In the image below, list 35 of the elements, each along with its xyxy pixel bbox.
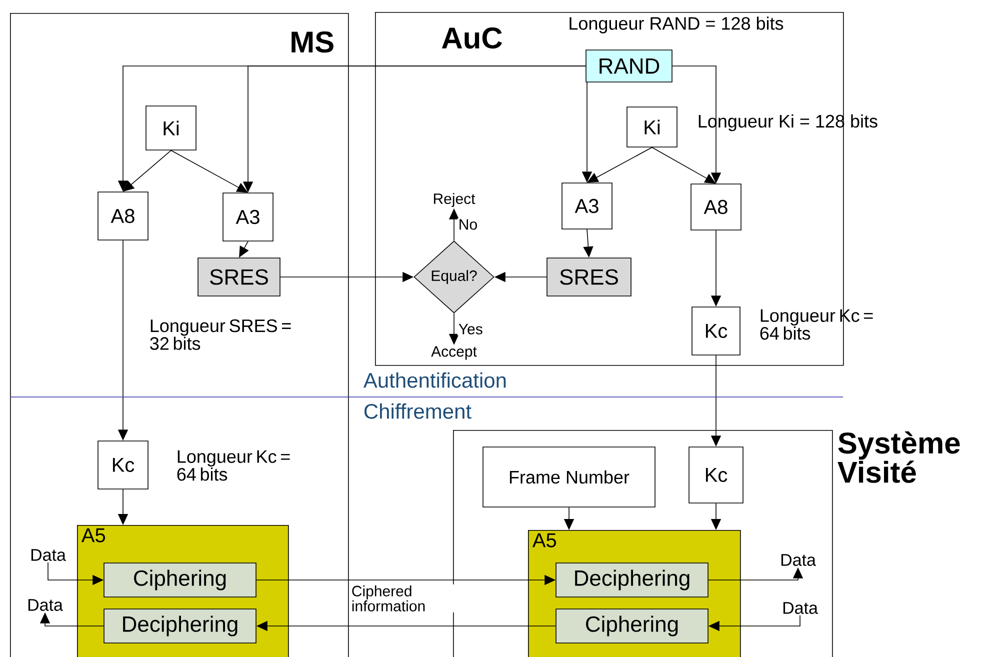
key-box: Ki — [626, 106, 678, 148]
process-box: Ciphering — [556, 608, 708, 644]
process-box: Frame Number — [482, 446, 656, 508]
text-label: Chiffrement — [362, 402, 473, 420]
algorithm-box: A8 — [98, 192, 148, 240]
process-box: Deciphering — [104, 608, 256, 644]
annotation: Longueur SRES = 32 bits — [150, 319, 291, 350]
result-box: SRES — [198, 258, 280, 296]
process-box: Ciphering — [104, 562, 256, 598]
result-box: SRES — [546, 258, 632, 296]
text-label: Data — [783, 602, 818, 614]
arrow — [170, 150, 248, 193]
node-label: Système Visité — [838, 431, 960, 483]
text-label: Data — [31, 549, 66, 561]
algorithm-box: A8 — [690, 184, 742, 230]
text-label: Data — [28, 599, 63, 611]
arrow — [652, 147, 716, 184]
annotation: Longueur Kc = 64 bits — [177, 450, 290, 481]
input-box: RAND — [586, 50, 672, 82]
annotation: Longueur RAND = 128 bits — [570, 16, 784, 34]
key-box: Ki — [146, 106, 196, 150]
edge-label: Yes — [457, 322, 484, 336]
arrow — [587, 147, 652, 183]
text-label: Authentification — [362, 371, 508, 389]
process-box: Deciphering — [556, 562, 708, 598]
key-box: Kc — [98, 440, 148, 490]
text-label: Accept — [431, 346, 477, 360]
algorithm-box: A3 — [222, 192, 274, 242]
text-label: Data — [781, 554, 816, 566]
key-box: Kc — [688, 446, 744, 504]
algorithm-box: A3 — [562, 182, 612, 230]
edge-label: No — [457, 218, 479, 231]
key-box: Kc — [692, 306, 740, 356]
text-label: Ciphered information — [350, 584, 462, 612]
text-label: Reject — [434, 193, 476, 207]
